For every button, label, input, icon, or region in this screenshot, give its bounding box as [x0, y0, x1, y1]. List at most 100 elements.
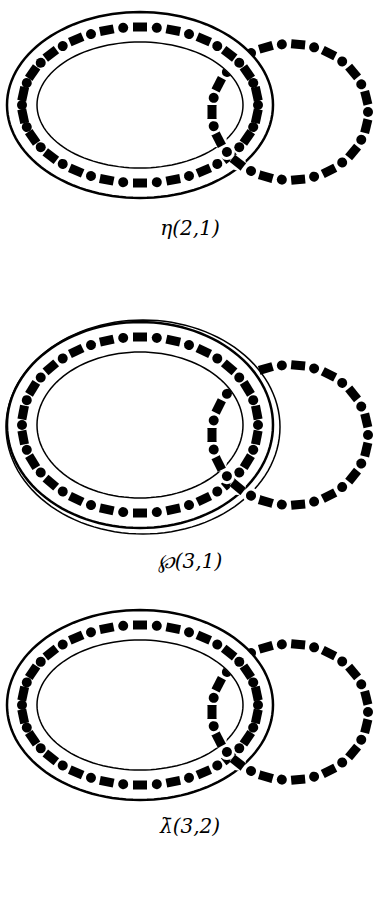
bead-bar: [291, 775, 306, 785]
bead-dot: [220, 745, 234, 759]
bead-bar: [133, 23, 147, 32]
ring-front: [204, 704, 290, 788]
ring-bead: [308, 170, 320, 182]
band-bead: [99, 174, 114, 186]
ring-bead: [360, 690, 372, 706]
bead-bar: [321, 46, 338, 60]
bead-bar: [291, 499, 306, 509]
bead-dot: [183, 170, 195, 182]
band-bead: [133, 621, 147, 630]
ring-bead: [208, 92, 220, 104]
ring-bead: [360, 90, 372, 106]
bead-bar: [17, 405, 28, 420]
ring-bead-front: [230, 155, 247, 171]
bead-bar: [208, 705, 217, 719]
ring-bead-front: [208, 120, 220, 132]
bead-dot: [118, 22, 129, 33]
band-bead: [196, 164, 212, 178]
bead-bar: [240, 453, 255, 470]
ring-bead-front: [220, 745, 234, 759]
band-bead: [165, 335, 181, 347]
bead-bar: [166, 174, 181, 186]
band-bead: [56, 352, 70, 366]
band-bead: [183, 499, 196, 512]
band-bead: [17, 108, 29, 124]
bead-bar: [166, 622, 181, 634]
bead-bar: [291, 639, 306, 649]
band-bead: [196, 344, 213, 358]
bead-dot: [183, 772, 196, 785]
bead-dot: [56, 759, 70, 773]
ring-bead: [276, 39, 287, 50]
bead-bar: [321, 646, 338, 660]
band-bead: [183, 28, 195, 40]
bead-dot: [244, 489, 257, 502]
bead-bar: [291, 175, 306, 185]
ring-bead: [291, 175, 306, 185]
bead-bar: [99, 174, 114, 186]
band-bead: [133, 781, 147, 790]
band-edge: [37, 352, 243, 498]
band-bead: [183, 170, 195, 182]
bead-dot: [363, 107, 373, 117]
bead-dot: [355, 457, 368, 470]
bead-gap: [204, 427, 220, 443]
bead-dot: [183, 626, 196, 639]
bead-dot: [355, 678, 368, 691]
band-bead: [165, 504, 181, 516]
bead-bar: [43, 148, 60, 164]
band-bead: [43, 46, 60, 62]
bead-gap: [274, 172, 290, 188]
band-bead: [210, 352, 224, 366]
bead-gap: [258, 769, 274, 785]
band-bead: [68, 164, 84, 178]
bead-bar: [360, 718, 372, 734]
bead-dot: [308, 641, 320, 653]
bead-bar: [68, 631, 84, 645]
ring-bead: [212, 76, 226, 93]
band-ground: [22, 625, 258, 785]
band-bead: [151, 620, 162, 631]
bead-dot: [85, 28, 97, 40]
ring-bead: [308, 362, 320, 374]
bead-bar: [166, 24, 181, 36]
bead-bar: [360, 413, 372, 429]
bead-dot: [56, 39, 70, 53]
bead-bar: [240, 380, 255, 397]
bead-gap: [243, 163, 259, 179]
band-ground: [22, 27, 258, 183]
bead-bar: [208, 428, 217, 442]
ring-bead-front: [220, 145, 234, 159]
bead-bar: [345, 144, 361, 161]
bead-dot: [247, 394, 260, 407]
bead-dot: [335, 480, 349, 494]
ring-bead: [321, 164, 338, 178]
bead-dot: [208, 692, 220, 704]
bead-gap: [204, 704, 220, 720]
ring-bead: [258, 41, 274, 53]
band-bead: [251, 405, 262, 420]
bead-bar: [251, 86, 263, 102]
ring-bead: [345, 64, 361, 81]
bead-bar: [43, 750, 60, 766]
band-bead: [251, 108, 263, 124]
bead-bar: [99, 776, 114, 788]
bead-bar: [345, 64, 361, 81]
ring-bead-front: [258, 170, 274, 182]
band-bead: [251, 709, 263, 725]
band-bead: [17, 430, 28, 445]
bead-dot: [56, 638, 70, 652]
band-bead: [118, 177, 129, 188]
band-bead: [183, 339, 196, 352]
band-bead: [133, 23, 147, 32]
band-bead: [210, 759, 224, 773]
band-bead: [56, 157, 70, 171]
bead-dot: [355, 400, 368, 413]
bead-bar: [17, 108, 29, 124]
bead-bar: [133, 781, 147, 790]
ring-bead: [345, 664, 361, 681]
bead-bar: [258, 641, 274, 653]
bead-bar: [258, 170, 274, 182]
band-bead: [99, 335, 115, 347]
